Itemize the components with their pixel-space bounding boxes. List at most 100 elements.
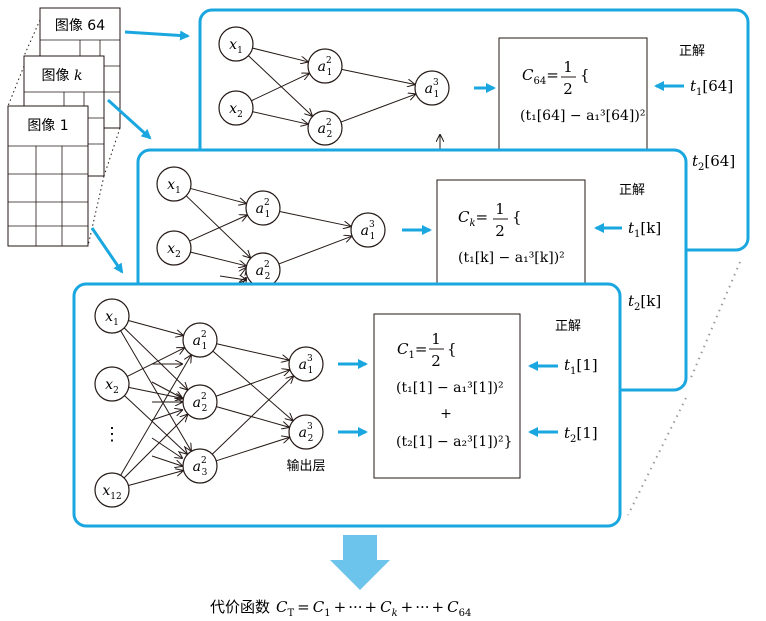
p64-output-node-1 [414,70,450,106]
panel-k-answer-label: 正解 [619,183,645,198]
p1-edge-h1-o1 [216,343,289,360]
p1-hidden-node-2 [182,384,218,420]
p64-edge-x2-h1 [251,74,308,102]
p64-input-node-1-label: x1 [229,37,243,56]
panel-64-cost-name: C64= [522,66,559,87]
panel-1-frame [72,282,622,528]
pk-edge-x2-h1 [189,215,247,242]
panel-k-cost-line: (t₁[k] − a₁³[k])² [458,250,565,266]
panel-1-vdots: ⋮ [103,424,121,445]
pk-edge-stub-3 [219,276,246,280]
p64-input-node-2-label: x2 [229,101,243,120]
p1-edge-stub-4 [151,410,182,421]
pk-hidden-node-1 [245,190,281,226]
panel-1-cost-plus: + [440,406,452,422]
panel-1-answer-label: 正解 [555,319,581,334]
p1-input-node-3-label: x12 [102,483,121,502]
p1-edge-h1-o2 [212,350,293,420]
pk-edge-h2-o1 [278,236,351,265]
panel-k-t1: t1[k] [628,219,661,240]
panel-1-half-den: 2 [431,352,441,370]
panel-1-t1: t1[1] [564,356,598,377]
p1-edge-x3-h1 [120,356,191,476]
panel-k-brace: { [512,208,522,226]
p1-edge-x3-h2 [123,415,187,479]
image-to-panel-arrows [90,30,190,274]
p1-edge-stub-2 [151,381,182,398]
panel-64-t1: t1[64] [690,77,733,98]
panel-k-t2: t2[k] [628,292,661,313]
p1-input-node-2 [94,366,130,402]
p1-input-node-1-label: x1 [105,309,119,328]
p64-input-node-1 [218,26,254,62]
p64-edge-x2-h2 [252,111,308,124]
pk-edge-x1-h2 [185,195,250,258]
p1-edge-x2-h3 [124,395,186,454]
panel-64-cost-line: (t₁[64] − a₁³[64])² [520,108,645,124]
sum-down-arrow [330,535,390,590]
panel-k-half-num: 1 [495,200,505,218]
panel-1-cost-box [373,313,521,479]
panel-1-cost-line-1: (t₁[1] − a₁³[1])² [396,380,504,396]
p1-edge-h2-o2 [216,406,288,427]
pk-input-node-2 [156,230,192,266]
p1-edge-stub-6 [151,455,182,466]
p1-edge-stub-5 [151,437,182,458]
p1-input-node-1 [94,298,130,334]
panel-64-half-num: 1 [563,58,573,76]
p64-edge-h2-o1 [340,94,415,123]
image-1-label: 图像 1 [27,118,68,134]
pk-input-node-1-label: x1 [167,177,181,196]
p64-edge-x1-h1 [252,47,308,62]
p64-edge-x1-h2 [248,55,312,116]
pk-input-node-2-label: x2 [167,241,181,260]
panel-1-cost-line-2: (t₂[1] − a₂³[1])²} [396,434,513,450]
panel-64-half-den: 2 [563,80,573,98]
pk-edge-h1-o1 [279,210,351,226]
panel-k-cost-box [436,179,586,299]
p64-input-node-2 [218,90,254,126]
p1-edge-x1-h3 [120,330,191,451]
output-layer-label: 输出层 [286,458,325,474]
pk-edge-stub-1 [240,268,246,277]
p1-edge-x2-h2 [128,386,183,398]
panel-64-brace: { [580,66,590,84]
p1-edge-x3-h3 [128,471,182,487]
p1-hidden-node-1 [182,322,218,358]
panel-k-cost-name: Ck= [458,208,488,229]
panel-64-t2: t2[64] [692,152,735,173]
pk-input-node-1 [156,166,192,202]
p1-edge-h2-o1 [215,370,289,397]
p1-edge-h3-o1 [211,376,293,455]
p1-edge-h3-o2 [216,437,289,462]
stack-dotted-connectors [627,261,741,516]
p1-edge-x2-h1 [126,348,184,377]
p1-edge-x1-h1 [128,319,182,335]
p1-output-node-2 [288,414,324,450]
panel-64-answer-label: 正解 [679,44,705,59]
p1-input-node-3 [94,472,130,508]
p1-input-node-2-label: x2 [105,377,119,396]
panel-1-cost-name: C1= [397,340,427,361]
pk-edge-x2-h2 [190,251,246,266]
pk-output-node-1 [350,212,386,248]
panel-k-half-den: 2 [495,222,505,240]
p64-hidden-node-2 [307,110,343,146]
panel-1-half-num: 1 [431,330,441,348]
panel-1-brace: { [447,340,457,358]
image-1-card [7,105,89,247]
